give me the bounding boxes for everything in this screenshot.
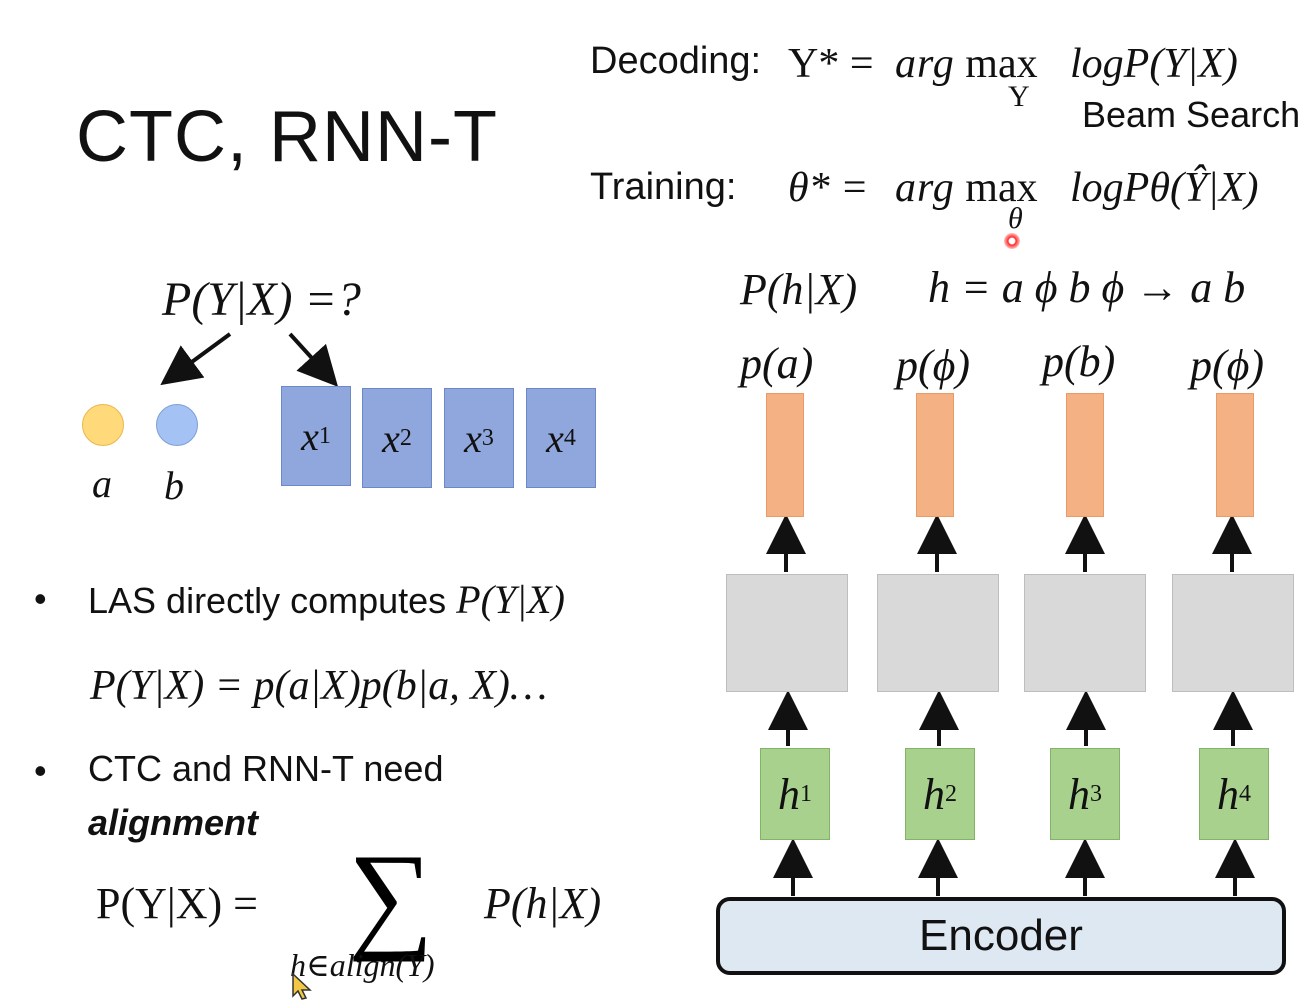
- decoding-label: Decoding:: [590, 40, 762, 82]
- output-label-3: p(b): [1042, 337, 1116, 386]
- decoding-argmax: arg max: [895, 41, 1038, 87]
- classifier-box-2: [877, 574, 999, 692]
- laser-pointer-dot: [1004, 233, 1020, 249]
- slide-title: CTC, RNN-T: [76, 97, 498, 177]
- classifier-box-4: [1172, 574, 1294, 692]
- classifier-box-3: [1024, 574, 1146, 692]
- output-distribution-1: [766, 393, 804, 517]
- training-argmax: arg max: [895, 165, 1038, 211]
- output-distribution-4: [1216, 393, 1254, 517]
- bullet-1: LAS directly computes P(Y|X): [88, 577, 565, 622]
- token-a-label: a: [92, 461, 112, 506]
- classifier-box-1: [726, 574, 848, 692]
- token-a-dot: [82, 404, 124, 446]
- decoding-lhs: Y* =: [788, 41, 874, 87]
- decoding-argmax-sub: Y: [1008, 80, 1030, 113]
- sigma-subscript: h∈align(Y): [290, 947, 435, 983]
- left-question: P(Y|X) =?: [162, 273, 361, 326]
- bullet-marker-1: •: [34, 578, 47, 619]
- token-b-label: b: [164, 463, 184, 508]
- output-label-1: p(a): [740, 339, 814, 388]
- bullet-2-emphasis: alignment: [88, 802, 259, 843]
- decoding-rhs: logP(Y|X): [1070, 41, 1238, 87]
- encoder-block: Encoder: [716, 897, 1286, 975]
- output-distribution-3: [1066, 393, 1104, 517]
- training-argmax-sub: θ: [1008, 202, 1023, 235]
- ctc-formula-lhs: P(Y|X) =: [96, 879, 258, 928]
- beam-search-label: Beam Search: [1082, 94, 1301, 135]
- output-label-4: p(ϕ): [1190, 341, 1265, 390]
- output-distribution-2: [916, 393, 954, 517]
- training-lhs: θ* =: [788, 165, 869, 211]
- output-label-2: p(ϕ): [896, 341, 971, 390]
- sigma-symbol: ∑: [348, 829, 434, 962]
- token-b-dot: [156, 404, 198, 446]
- encoder-label: Encoder: [919, 911, 1083, 960]
- pen-cursor-icon: [292, 972, 312, 1000]
- ph-label: P(h|X): [740, 265, 858, 314]
- ctc-formula-rhs: P(h|X): [484, 879, 602, 928]
- bullet-2-text: CTC and RNN-T need: [88, 748, 444, 789]
- bullet-marker-2: •: [34, 750, 47, 791]
- las-formula: P(Y|X) = p(a|X)p(b|a, X)…: [90, 663, 548, 709]
- training-rhs: logPθ(Ŷ|X): [1070, 165, 1259, 211]
- h-mapping: h = a ϕ b ϕ → a b: [928, 263, 1246, 312]
- training-label: Training:: [590, 166, 737, 208]
